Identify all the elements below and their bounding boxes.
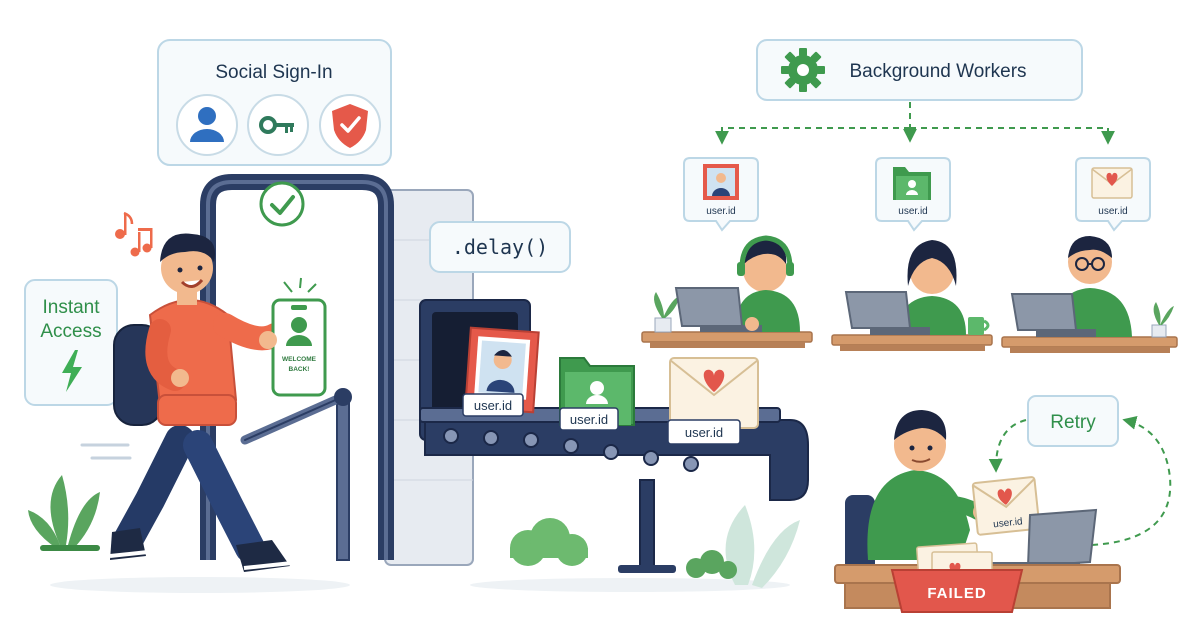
retry-text: Retry	[1050, 412, 1096, 433]
plant-icon	[28, 475, 100, 551]
social-signin-title: Social Sign-In	[215, 62, 332, 83]
task-bubble: user.id	[1076, 158, 1150, 230]
badge-line2: BACK!	[289, 366, 310, 373]
key-icon	[248, 95, 308, 155]
heart-envelope-icon	[670, 358, 758, 428]
bush-icon	[726, 505, 800, 588]
instant-access-card: Instant Access	[25, 280, 117, 405]
background-workers-card: Background Workers	[757, 40, 1082, 100]
task-label: user.id	[1098, 206, 1127, 217]
worker-desk	[642, 238, 812, 348]
gear-icon	[781, 48, 825, 92]
failed-text: FAILED	[927, 585, 986, 602]
task-bubble: user.id	[684, 158, 758, 230]
heart-envelope-icon	[1092, 168, 1132, 198]
conveyor-item-label: user.id	[570, 412, 608, 427]
profile-photo-icon	[478, 341, 526, 396]
worker-desk	[832, 240, 992, 351]
background-workers-title: Background Workers	[849, 61, 1026, 82]
welcome-badge: WELCOME BACK!	[259, 278, 325, 395]
checkmark-icon	[261, 183, 303, 225]
delay-label: .delay()	[430, 222, 570, 272]
instant-access-line2: Access	[40, 321, 101, 342]
delay-text: .delay()	[452, 235, 548, 259]
conveyor-item-label: user.id	[474, 398, 512, 413]
shield-check-icon	[320, 95, 380, 155]
conveyor-item: user.id	[463, 328, 539, 416]
user-icon	[177, 95, 237, 155]
motion-lines	[82, 445, 130, 458]
music-note-icon	[115, 213, 153, 257]
conveyor-item-label: user.id	[685, 425, 723, 440]
bush-icon	[510, 518, 588, 566]
badge-line1: WELCOME	[282, 356, 317, 363]
profile-photo-icon	[707, 168, 735, 196]
task-label: user.id	[706, 206, 735, 217]
task-label: user.id	[898, 206, 927, 217]
conveyor-item: user.id	[560, 358, 634, 430]
distribution-arrows	[722, 102, 1108, 142]
social-signin-card: Social Sign-In	[158, 40, 391, 165]
instant-access-line1: Instant	[42, 297, 100, 318]
ground-shadow	[50, 577, 350, 593]
worker-desk	[1002, 236, 1177, 353]
task-bubble: user.id	[876, 158, 950, 230]
retry-label: Retry	[1028, 396, 1118, 446]
